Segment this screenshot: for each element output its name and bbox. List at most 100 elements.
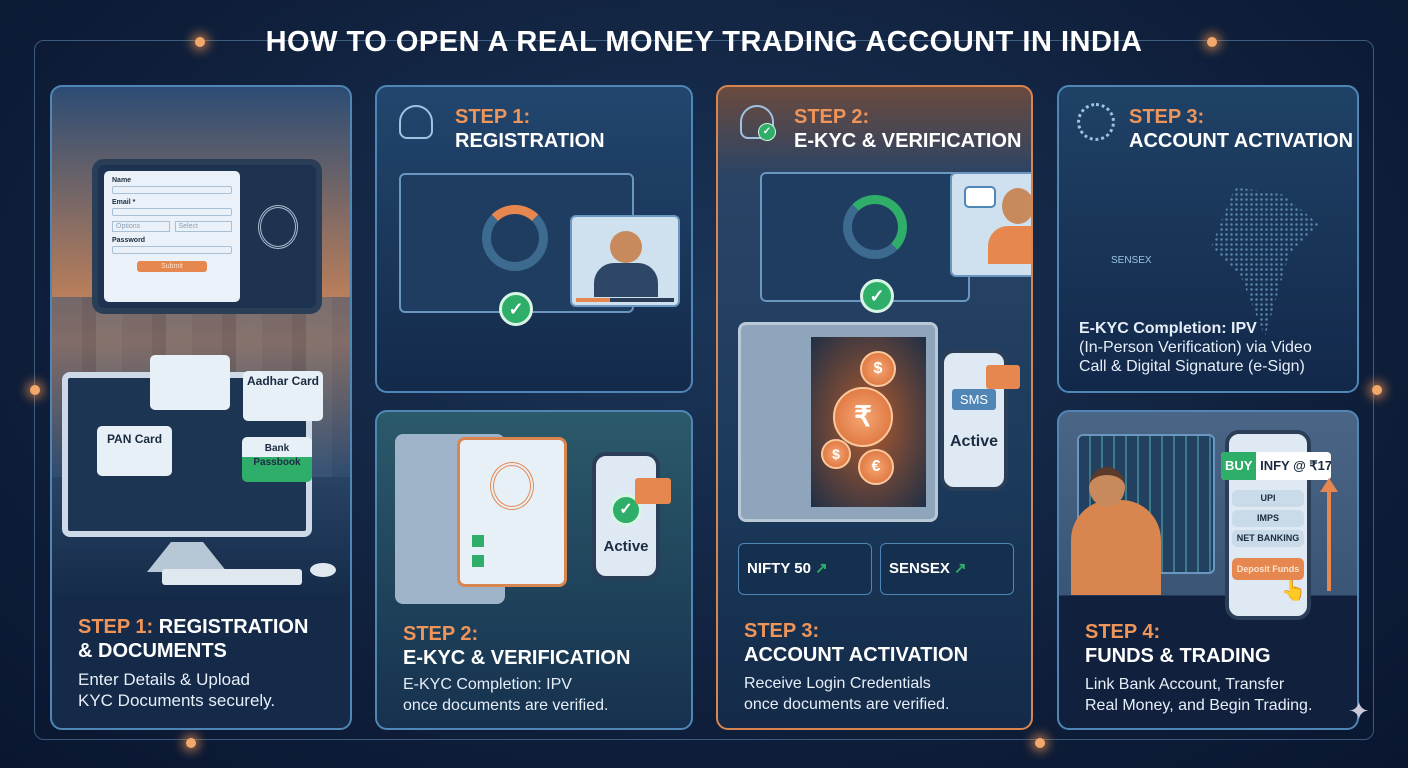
user-shield-icon [399,105,433,139]
map-label: SENSEX [1111,255,1152,266]
glow-dot [1035,738,1045,748]
hand-pointer-icon: 👆 [1281,580,1306,602]
index-nifty50: NIFTY 50 ↗ [738,543,872,595]
step-label: STEP 4: [1085,621,1161,643]
step-label: STEP 3: [744,620,820,642]
glow-dot [30,385,40,395]
step-description: E-KYC Completion: IPV [403,676,572,693]
step-description: Receive Login Credentials [744,675,931,692]
coin-dollar: $ [821,439,851,469]
panel-step1-registration: STEP 1:REGISTRATION ✓ [375,85,693,393]
email-input[interactable] [112,208,232,216]
bank-passbook: Bank Passbook [242,437,312,482]
deposit-funds-button[interactable]: Deposit Funds [1232,558,1304,580]
select-secondary[interactable]: Select [174,221,232,232]
step-heading: REGISTRATION [455,130,605,152]
panel-step3-activation: STEP 3:ACCOUNT ACTIVATION SENSEX E-KYC C… [1057,85,1359,393]
step-heading: ACCOUNT ACTIVATION [744,644,969,666]
step-heading: ACCOUNT ACTIVATION [1129,130,1354,152]
step-heading: REGISTRATION [158,616,309,638]
phone: ✓ Active [592,452,660,580]
checkbox-checked [472,535,484,547]
aadhar-card: Aadhar Card [243,371,323,421]
step-description-2: once documents are verified. [744,696,950,713]
user-check-icon: ✓ [740,105,776,141]
fingerprint-icon [258,205,298,249]
fingerprint-icon [490,462,534,510]
buy-button[interactable]: BUY [1221,452,1257,480]
envelope-icon [635,478,671,504]
page-title: HOW TO OPEN A REAL MONEY TRADING ACCOUNT… [265,26,1143,58]
step-description-bold: E-KYC Completion: IPV [1079,320,1257,337]
envelope-icon [986,365,1020,389]
panel-registration-documents: Name Email * Options Select Password Subm… [50,85,352,730]
india-map [1211,187,1319,337]
payment-imps[interactable]: IMPS [1232,510,1304,527]
loading-spinner [843,195,907,259]
id-card [150,355,230,410]
glow-dot [186,738,196,748]
select-options[interactable]: Options [112,221,170,232]
video-progress-bar[interactable] [576,298,674,302]
payment-upi[interactable]: UPI [1232,490,1304,507]
index-sensex: SENSEX ↗ [880,543,1014,595]
step-description: (In-Person Verification) via Video [1079,339,1312,356]
trader-figure [1071,500,1161,595]
agent-avatar [1002,188,1031,224]
step-description: Enter Details & Upload [78,670,250,689]
step-label: STEP 2: [403,623,479,645]
phone-status: Active [949,433,999,450]
glow-dot [1207,37,1217,47]
registration-form: Name Email * Options Select Password Subm… [104,171,240,302]
step-heading: FUNDS & TRADING [1085,645,1271,667]
glow-dot [195,37,205,47]
panel-funds-trading: BUY INFY @ ₹1750 UPI IMPS NET BANKING De… [1057,410,1359,730]
sms-label: SMS [952,389,996,410]
step-description-2: KYC Documents securely. [78,691,276,710]
keyboard [162,569,302,585]
coin-dollar: $ [860,351,896,387]
step-heading: E-KYC & VERIFICATION [403,647,631,669]
payment-netbanking[interactable]: NET BANKING [1232,530,1304,547]
tablet: Name Email * Options Select Password Subm… [92,159,322,314]
step-description-2: Call & Digital Signature (e-Sign) [1079,358,1305,375]
video-call-window [570,215,680,307]
trend-up-icon: ↗ [815,560,828,577]
clipboard [457,437,567,587]
panel-account-activation: ✓ STEP 2:E-KYC & VERIFICATION ✓ $ ₹ $ € … [716,85,1033,730]
monitor-stand [147,542,227,572]
step-label: STEP 2: [794,106,870,128]
check-icon: ✓ [860,279,894,313]
submit-button[interactable]: Submit [137,261,207,272]
phone: BUY INFY @ ₹1750 UPI IMPS NET BANKING De… [1221,430,1331,620]
loading-spinner [482,205,548,271]
order-text: INFY @ ₹1750 [1260,458,1331,473]
trend-up-icon: ↗ [954,560,967,577]
password-input[interactable] [112,246,232,254]
mouse [310,563,336,577]
name-label: Name [112,177,132,184]
arrow-head [1320,478,1338,492]
step-description: Link Bank Account, Transfer [1085,676,1285,693]
step-heading: E-KYC & VERIFICATION [794,130,1022,152]
panel-step2-ekyc: ✓ Active STEP 2: E-KYC & VERIFICATION E-… [375,410,693,730]
step-label: STEP 1: [455,106,531,128]
password-label: Password [112,237,146,244]
step-description-2: once documents are verified. [403,697,609,714]
phone-status: Active [603,538,649,555]
video-call-window [950,172,1031,277]
buy-order[interactable]: BUY INFY @ ₹1750 [1221,452,1331,480]
checkbox-checked [472,555,484,567]
check-icon: ✓ [499,292,533,326]
agent-avatar [610,231,642,263]
trader-head [1089,467,1125,507]
text-block: STEP 1: REGISTRATION & DOCUMENTS Enter D… [78,615,348,711]
sparkle-icon: ✦ [1348,696,1370,726]
step-label: STEP 3: [1129,106,1205,128]
phone: SMS Active [940,349,1008,491]
gear-icon [1077,103,1115,141]
email-label: Email * [112,199,136,206]
step-label: STEP 1: [78,616,154,638]
coin-euro: € [858,449,894,485]
name-input[interactable] [112,186,232,194]
